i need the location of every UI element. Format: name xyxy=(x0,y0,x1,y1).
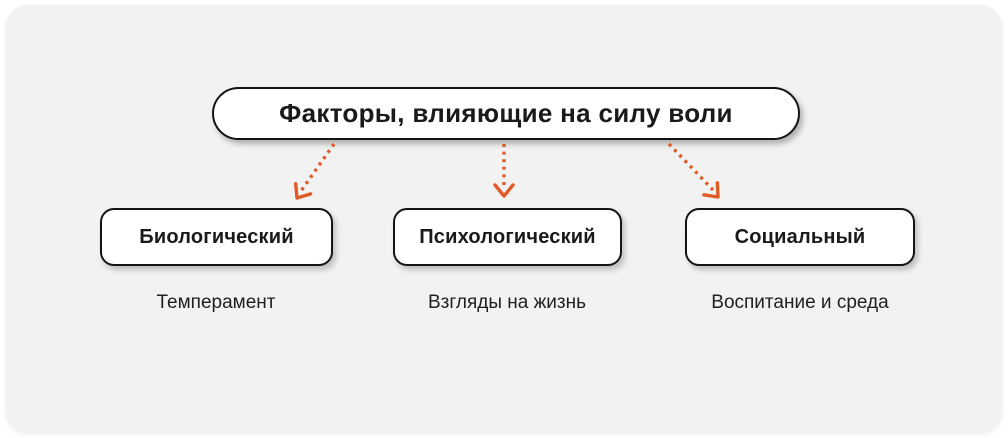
factor-caption-psychological: Взгляды на жизнь xyxy=(427,292,587,313)
factor-box-biological: Биологический xyxy=(100,208,333,266)
factor-label: Биологический xyxy=(139,225,294,248)
factor-caption-biological: Темперамент xyxy=(156,292,276,313)
diagram-title: Факторы, влияющие на силу воли xyxy=(279,98,733,128)
diagram-title-box: Факторы, влияющие на силу воли xyxy=(212,87,800,140)
factor-label: Социальный xyxy=(734,225,866,248)
factor-caption-social: Воспитание и среда xyxy=(711,292,889,313)
factor-box-social: Социальный xyxy=(685,208,915,266)
factor-box-psychological: Психологический xyxy=(393,208,622,266)
factor-label: Психологический xyxy=(419,225,596,248)
